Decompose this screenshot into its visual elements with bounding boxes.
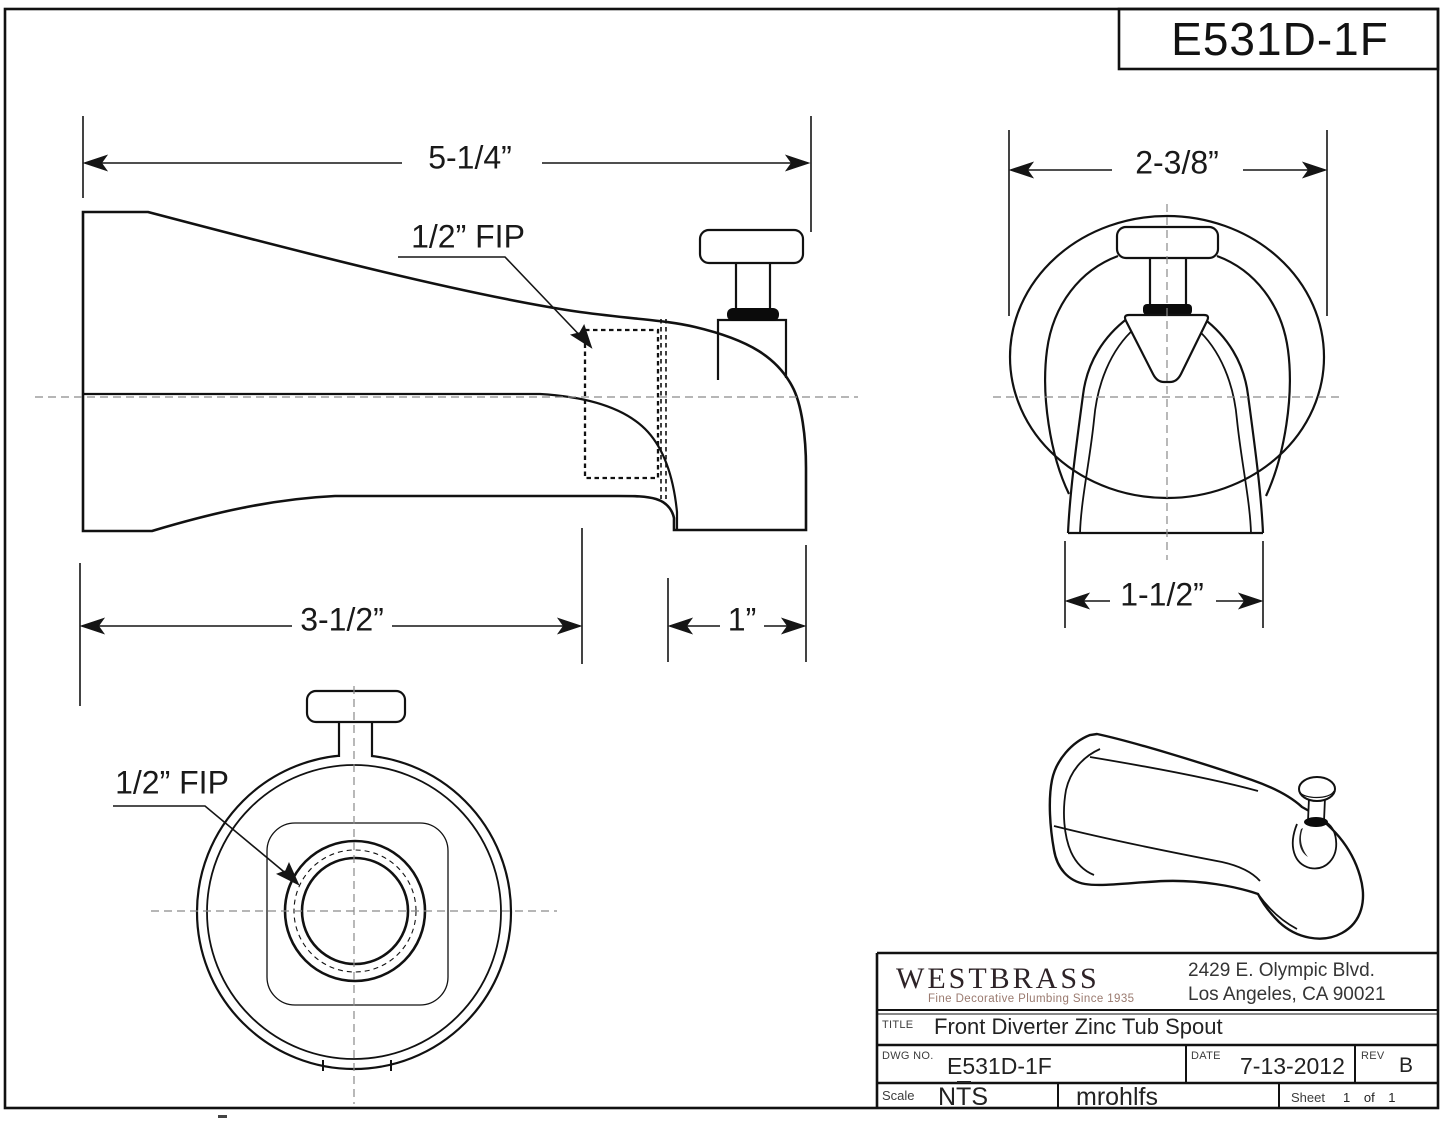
rear-notch [322,1060,392,1071]
dim-base-width: 1-1/2” [1120,576,1204,613]
rear-view-leader [113,805,300,886]
diverter-oring [727,308,779,321]
dim-overall-length: 5-1/4” [428,139,512,176]
dim-outlet-offset: 1” [727,601,757,638]
scale-overline [957,1081,971,1083]
page-border [3,7,1440,1110]
dwg-no-value: E531D-1F [947,1053,1052,1079]
scale-value: NTS [938,1083,988,1111]
part-number-box [1117,7,1440,71]
centerlines [35,204,1343,1104]
stray-mark [218,1115,227,1118]
company-address-line1: 2429 E. Olympic Blvd. [1188,960,1375,981]
fip-callout-rear: 1/2” FIP [115,764,229,801]
diverter-knob [698,228,805,265]
rev-label: REV [1361,1050,1385,1062]
company-logo: WESTBRASS [896,962,1100,995]
drawing-title: Front Diverter Zinc Tub Spout [934,1014,1223,1039]
date-value: 7-13-2012 [1240,1053,1345,1079]
side-view-dimensions [79,116,812,706]
fip-hidden-box [583,328,660,480]
front-view-dimensions [1008,130,1328,628]
side-view [81,210,808,533]
dim-body-length: 3-1/2” [300,601,384,638]
drafter-value: mrohlfs [1076,1083,1158,1111]
company-tagline: Fine Decorative Plumbing Since 1935 [928,993,1135,1005]
rev-value: B [1399,1054,1414,1077]
rear-plate [266,822,449,1006]
iso-crease-side [1053,825,1261,882]
sheet-label: Sheet [1291,1090,1325,1105]
iso-knob-ring [1304,817,1328,827]
spout-waist-line [83,392,679,529]
iso-knob-base [1292,820,1338,870]
fip-callout-side: 1/2” FIP [411,218,525,255]
title-label: TITLE [882,1019,914,1031]
iso-outline [1048,732,1365,940]
iso-flange-inner [1063,748,1101,876]
part-number: E531D-1F [1171,13,1389,65]
rear-knob [305,689,407,724]
dwg-no-label: DWG NO. [882,1050,934,1062]
scale-label: Scale [882,1088,915,1103]
title-block-lines [875,951,1438,1108]
dim-flange-diameter: 2-3/8” [1135,144,1219,181]
fip-hidden-lines [660,319,667,499]
sheet-value: 1 of 1 [1343,1090,1396,1105]
iso-knob-cap [1298,776,1336,802]
iso-crease-top [1089,756,1259,792]
date-label: DATE [1191,1050,1221,1062]
spout-profile [81,210,808,533]
company-address-line2: Los Angeles, CA 90021 [1188,984,1386,1005]
iso-mouth [1257,893,1298,930]
isometric-view [1048,732,1365,940]
diverter-stem [734,262,772,309]
